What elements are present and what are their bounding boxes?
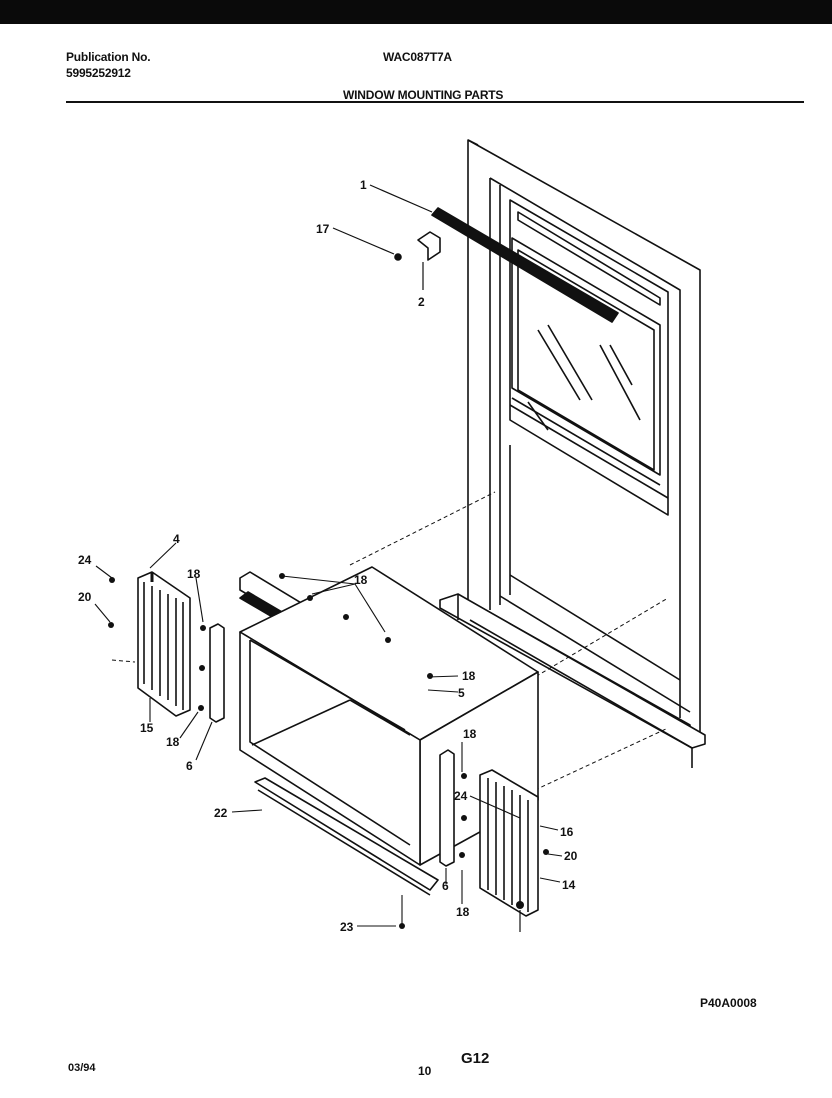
- part-1-top-strip: [369, 184, 619, 323]
- header-rule: [66, 101, 804, 103]
- callout-20-right: 20: [564, 849, 578, 863]
- screws: [108, 573, 549, 929]
- callout-23: 23: [340, 920, 354, 934]
- callout-20-left: 20: [78, 590, 92, 604]
- callout-24-right: 24: [454, 789, 468, 803]
- part-22-bottom-rail: [254, 777, 439, 896]
- figure-code: P40A0008: [700, 996, 757, 1010]
- callout-24-left: 24: [78, 553, 92, 567]
- callout-6-right: 6: [442, 879, 449, 893]
- callout-4: 4: [173, 532, 180, 546]
- callout-18-right-lower: 18: [456, 905, 470, 919]
- footer-page-number: 10: [418, 1064, 432, 1078]
- callout-22: 22: [214, 806, 228, 820]
- model-number: WAC087T7A: [383, 50, 452, 64]
- callout-16: 16: [560, 825, 574, 839]
- callout-18-rail-end: 18: [462, 669, 476, 683]
- top-black-bar: [0, 0, 832, 24]
- section-title: WINDOW MOUNTING PARTS: [343, 88, 504, 102]
- callout-6-left: 6: [186, 759, 193, 773]
- callout-18-right-upper: 18: [463, 727, 477, 741]
- left-channel-part-6: [209, 623, 225, 723]
- part-17-screw: [332, 227, 402, 261]
- callout-5: 5: [458, 686, 465, 700]
- window-frame: [439, 139, 706, 768]
- callout-2: 2: [418, 295, 425, 309]
- callout-1: 1: [360, 178, 367, 192]
- leader-lines: [94, 542, 563, 927]
- left-side-curtain: [137, 571, 191, 717]
- callout-14: 14: [562, 878, 576, 892]
- footer-date: 03/94: [68, 1062, 96, 1074]
- publication-label: Publication No.: [66, 50, 151, 64]
- footer-section-code: G12: [461, 1050, 490, 1067]
- assembly-guide-lines: [111, 491, 669, 791]
- callout-18-left-lower: 18: [166, 735, 180, 749]
- callout-15: 15: [140, 721, 154, 735]
- callout-17: 17: [316, 222, 330, 236]
- right-channel-part-6: [439, 749, 455, 867]
- part-2-bracket: [417, 231, 441, 290]
- callout-18-left-upper: 18: [187, 567, 201, 581]
- publication-number: 5995252912: [66, 66, 131, 80]
- right-side-curtain: [479, 769, 539, 932]
- callout-18-top-rail: 18: [354, 573, 368, 587]
